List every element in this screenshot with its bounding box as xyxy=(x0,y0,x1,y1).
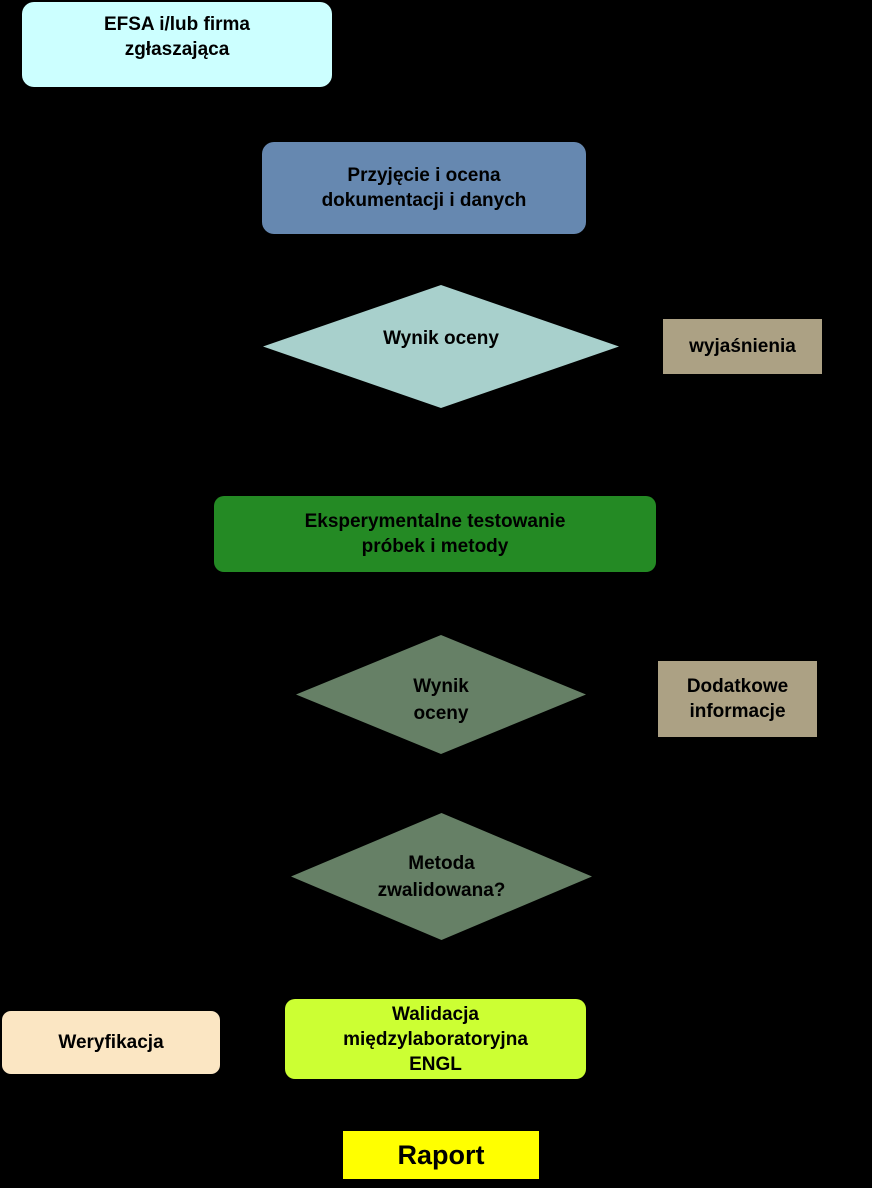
node-efsa-label: EFSA i/lub firma zgłaszająca xyxy=(103,14,251,60)
node-wyjasnienia: wyjaśnienia xyxy=(663,319,822,374)
node-walidacja-engl: Walidacja międzylaboratoryjna ENGL xyxy=(285,999,586,1079)
node-eksperymentalne-label: Eksperymentalne testowanie próbek i meto… xyxy=(304,511,566,557)
decision-metoda-zwalidowana-label: Metoda zwalidowana? xyxy=(377,853,506,901)
node-dodatkowe-informacje: Dodatkowe informacje xyxy=(658,661,817,737)
decision-wynik-oceny-1-shape xyxy=(263,285,619,408)
node-weryfikacja: Weryfikacja xyxy=(2,1011,220,1074)
decision-metoda-zwalidowana xyxy=(291,813,592,940)
node-efsa: EFSA i/lub firma zgłaszająca xyxy=(22,2,332,87)
node-weryfikacja-label: Weryfikacja xyxy=(58,1032,164,1053)
node-raport: Raport xyxy=(343,1131,539,1179)
decision-wynik-oceny-2 xyxy=(296,635,586,754)
node-dodatkowe-informacje-label: Dodatkowe informacje xyxy=(686,676,789,722)
decision-wynik-oceny-1 xyxy=(263,285,619,408)
node-walidacja-engl-label: Walidacja międzylaboratoryjna ENGL xyxy=(343,1003,528,1075)
decision-metoda-zwalidowana-shape xyxy=(291,813,592,940)
node-przyjecie: Przyjęcie i ocena dokumentacji i danych xyxy=(262,142,586,234)
node-przyjecie-label: Przyjęcie i ocena dokumentacji i danych xyxy=(321,165,527,211)
node-eksperymentalne: Eksperymentalne testowanie próbek i meto… xyxy=(214,496,656,572)
decision-wynik-oceny-1-label: Wynik oceny xyxy=(383,327,499,349)
node-wyjasnienia-label: wyjaśnienia xyxy=(689,336,796,357)
decision-wynik-oceny-2-label: Wynik oceny xyxy=(413,676,469,724)
decision-wynik-oceny-2-shape xyxy=(296,635,586,754)
node-raport-label: Raport xyxy=(397,1140,485,1170)
